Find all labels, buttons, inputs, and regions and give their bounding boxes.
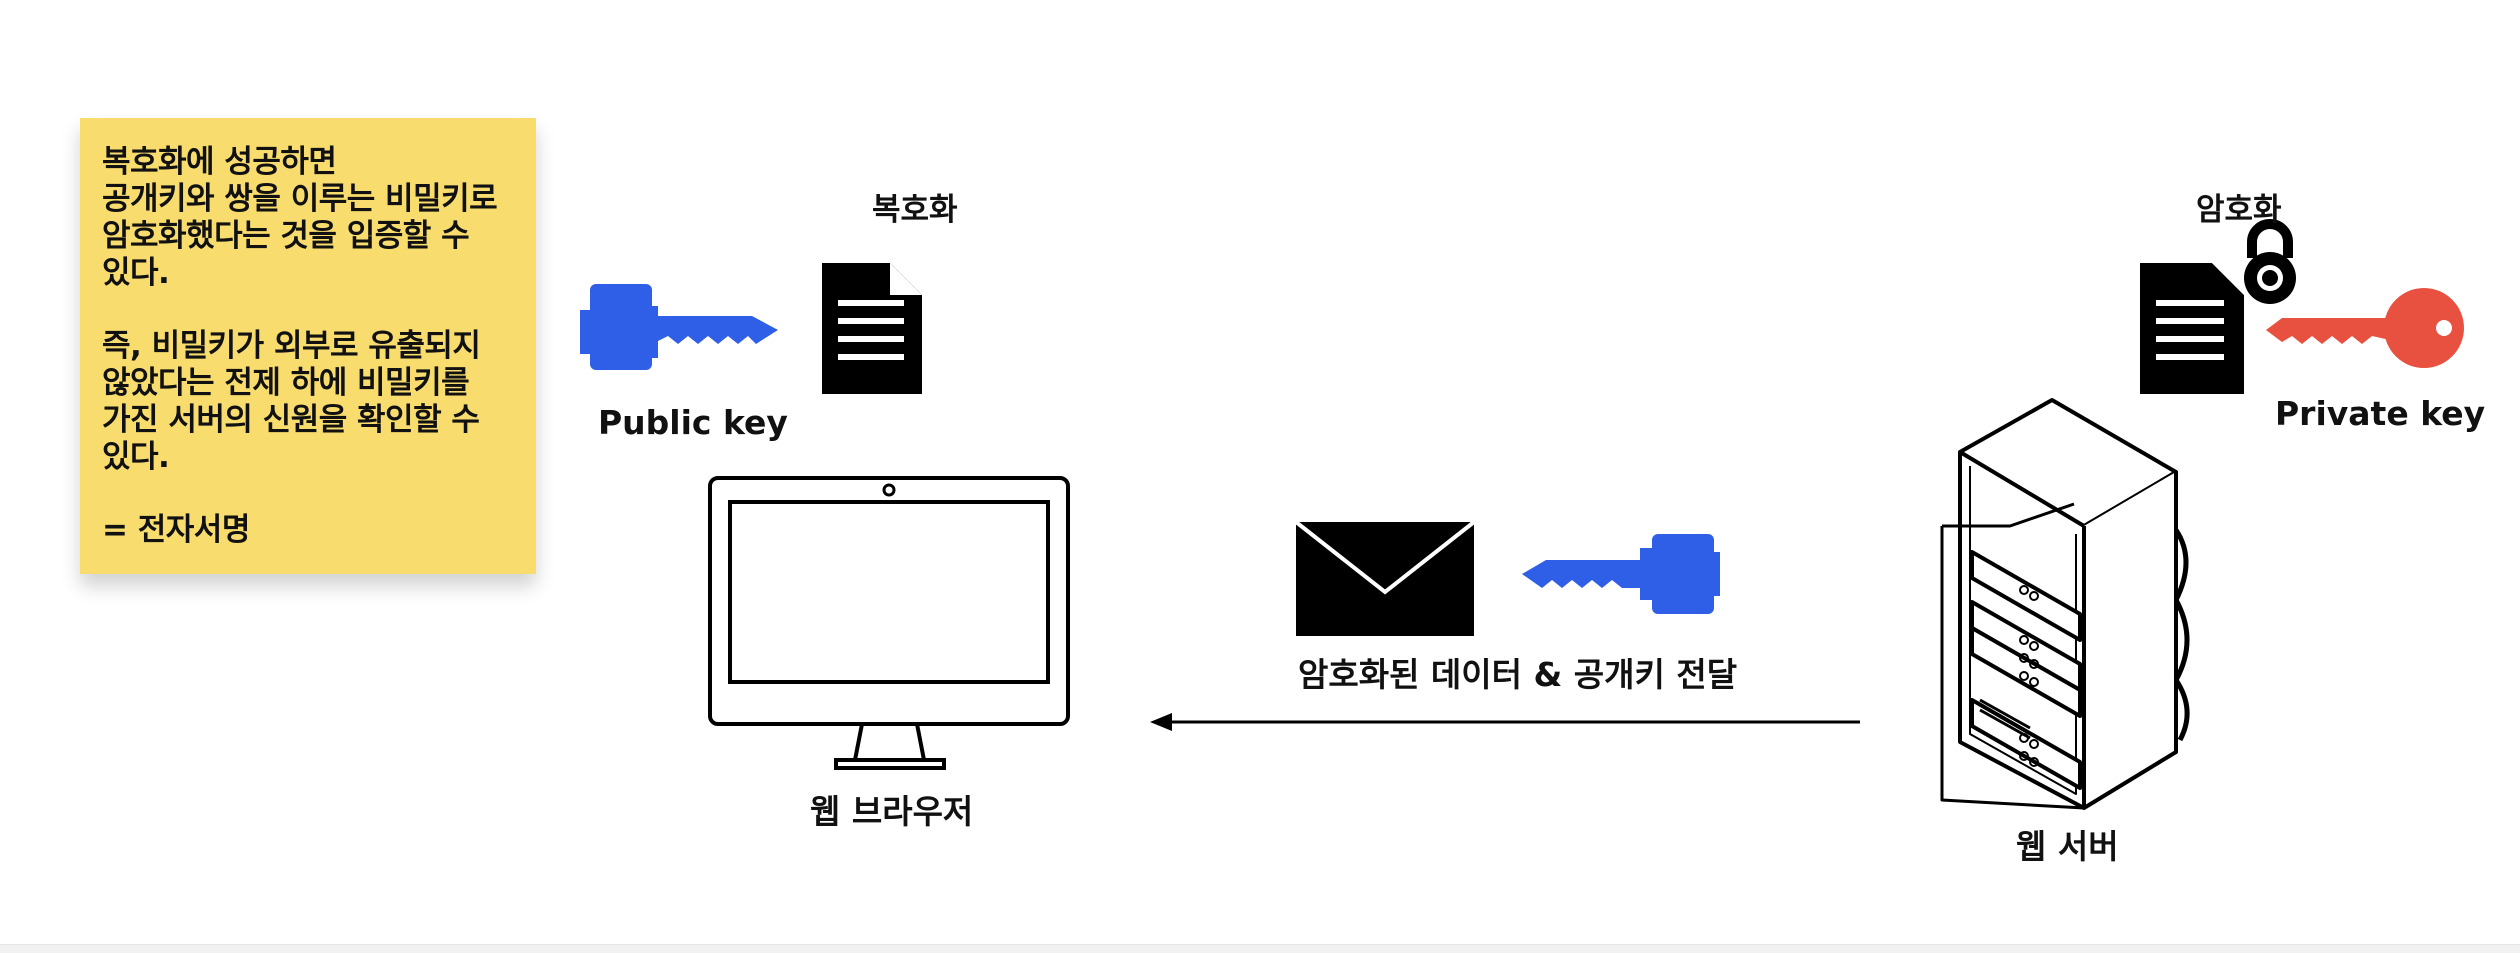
encrypted-document-icon bbox=[2140, 263, 2244, 394]
web-browser-label: 웹 브라우저 bbox=[810, 792, 974, 831]
encrypt-label: 암호화 bbox=[2196, 192, 2282, 228]
public-key-icon bbox=[580, 284, 778, 370]
bottom-strip bbox=[0, 944, 2520, 953]
sticky-note-paragraph-3: = 전자서명 bbox=[102, 512, 250, 548]
transfer-key-icon bbox=[1522, 534, 1720, 614]
document-icon bbox=[822, 263, 922, 394]
sticky-note-paragraph-2: 즉, 비밀키가 외부로 유출되지 않았다는 전제 하에 비밀키를 가진 서버의 … bbox=[102, 328, 481, 475]
private-key-label: Private key bbox=[2275, 394, 2486, 433]
decrypt-label: 복호화 bbox=[872, 192, 958, 228]
transfer-label: 암호화된 데이터 & 공개키 전달 bbox=[1298, 655, 1738, 694]
server-rack-icon bbox=[1940, 398, 2190, 810]
arrow-left-icon bbox=[1150, 713, 1860, 731]
lock-icon bbox=[2244, 219, 2296, 304]
monitor-icon bbox=[708, 476, 1070, 770]
private-key-icon bbox=[2266, 288, 2464, 368]
web-server-label: 웹 서버 bbox=[2016, 827, 2119, 866]
envelope-icon bbox=[1294, 520, 1476, 636]
sticky-note-paragraph-1: 복호화에 성공하면 공개키와 쌍을 이루는 비밀키로 암호화했다는 것을 입증할… bbox=[102, 144, 498, 291]
sticky-note: 복호화에 성공하면 공개키와 쌍을 이루는 비밀키로 암호화했다는 것을 입증할… bbox=[80, 118, 536, 574]
public-key-label: Public key bbox=[598, 403, 788, 442]
